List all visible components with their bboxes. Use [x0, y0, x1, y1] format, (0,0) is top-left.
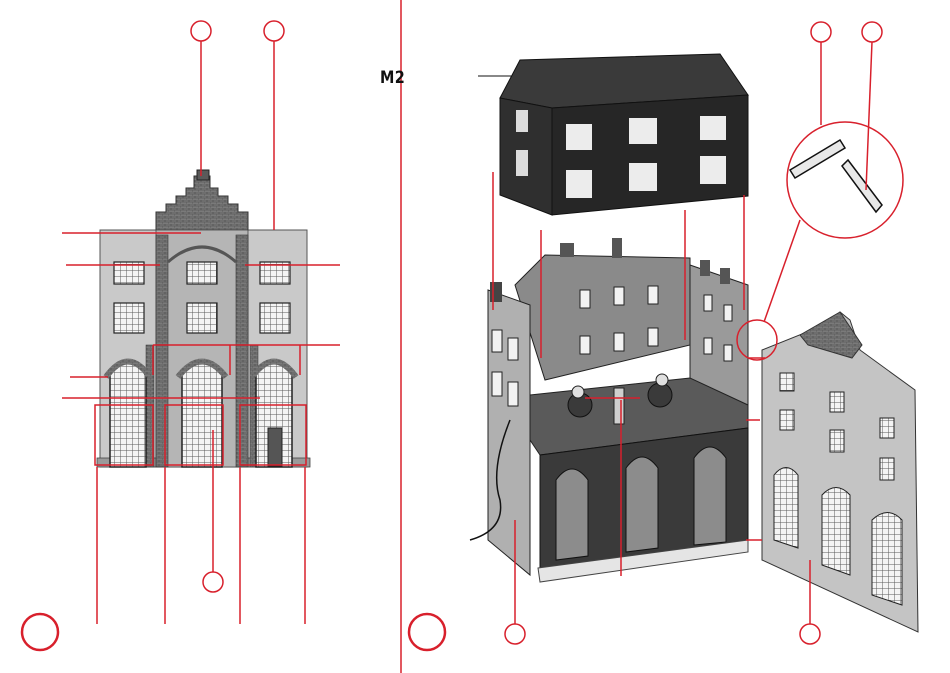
window-upper — [114, 303, 144, 333]
door-panel — [268, 428, 282, 466]
arched-door — [110, 364, 146, 468]
callout-circle — [203, 572, 223, 592]
callout-circle — [191, 21, 211, 41]
callout-circle — [505, 624, 525, 644]
callout-circle — [811, 22, 831, 42]
pilaster-right — [236, 235, 248, 467]
callout-circle — [862, 22, 882, 42]
window-upper — [260, 303, 290, 333]
facade-front-view — [97, 170, 310, 467]
part-label-m2: M2 — [380, 67, 405, 87]
building-body — [470, 238, 748, 582]
roof-module-m2 — [500, 54, 748, 215]
arched-door — [182, 364, 222, 468]
gable-chimney — [197, 170, 209, 180]
window-upper — [187, 262, 217, 284]
callout-circle — [800, 624, 820, 644]
step-marker — [409, 614, 445, 650]
step-marker — [22, 614, 58, 650]
callout-circle — [264, 21, 284, 41]
window-upper — [187, 303, 217, 333]
side-facade — [762, 312, 918, 632]
pilaster-left — [156, 235, 168, 467]
stepped-gable — [156, 176, 248, 230]
